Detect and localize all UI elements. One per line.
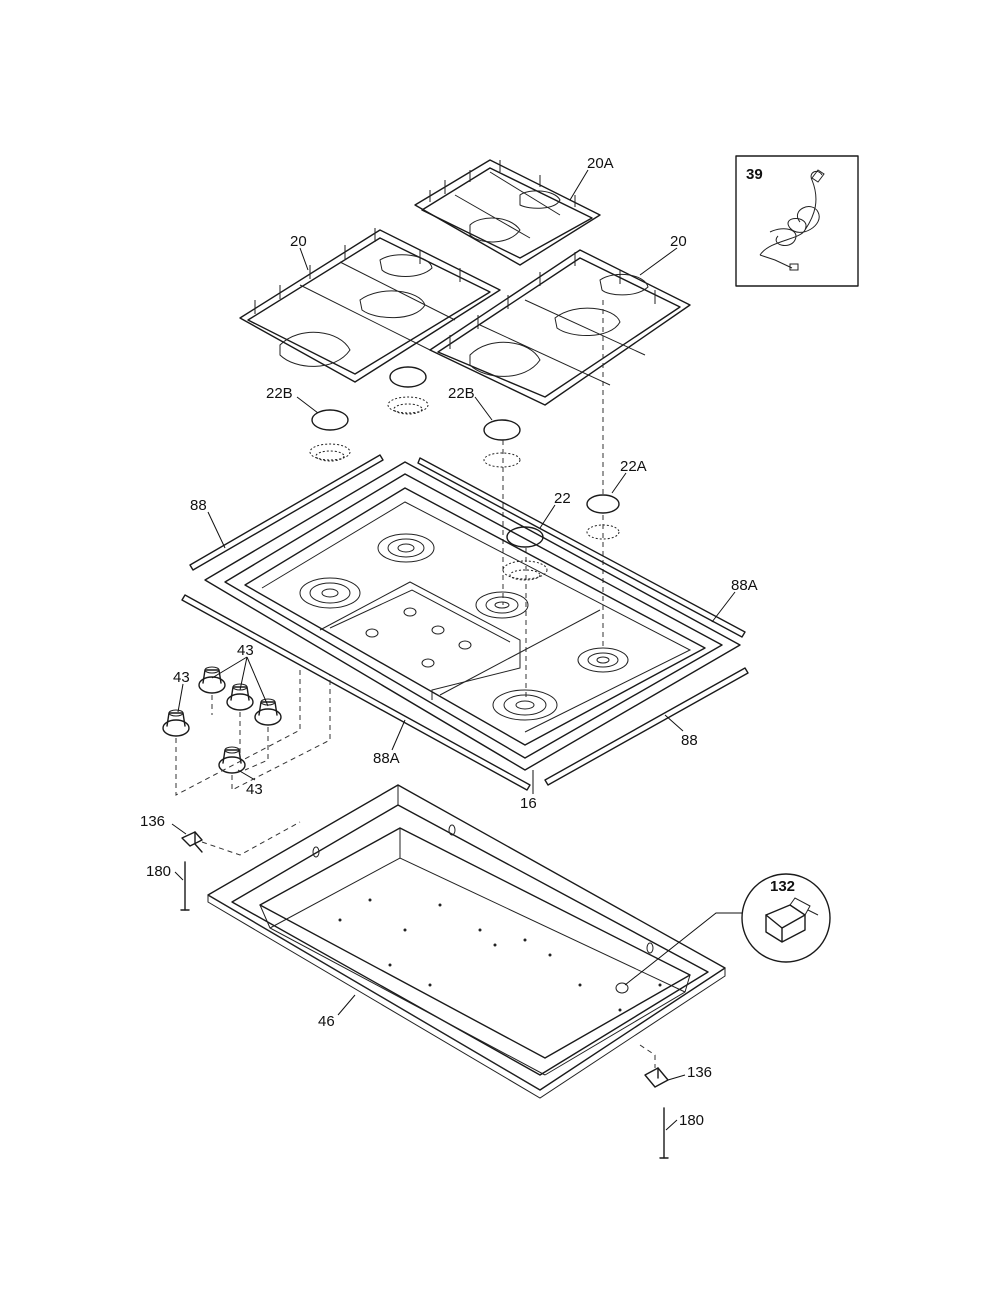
- label-20-right: 20: [670, 233, 687, 250]
- knob-holes: [365, 607, 472, 668]
- label-88-right: 88: [681, 732, 698, 749]
- label-180-right: 180: [679, 1112, 704, 1129]
- knob-3: [254, 698, 282, 726]
- label-43-group: 43: [237, 642, 254, 659]
- label-88a-right: 88A: [731, 577, 758, 594]
- label-136-left: 136: [140, 813, 165, 830]
- knob-2: [226, 683, 254, 711]
- alignment-lines: [502, 300, 604, 700]
- grate-20-right: [429, 249, 691, 406]
- power-cord-inset: [735, 155, 859, 287]
- cap-22b-left: [309, 409, 351, 462]
- cap-22a: [586, 494, 620, 540]
- cap-22b-mid: [387, 366, 429, 415]
- label-39: 39: [746, 166, 763, 183]
- burner-front-left: [299, 577, 361, 609]
- cap-22b-right: [483, 419, 521, 468]
- label-22: 22: [554, 490, 571, 507]
- box-holes: [312, 824, 662, 1012]
- label-16: 16: [520, 795, 537, 812]
- label-43-bottom: 43: [246, 781, 263, 798]
- label-22a: 22A: [620, 458, 647, 475]
- label-180-left: 180: [146, 863, 171, 880]
- grate-20a: [414, 159, 601, 266]
- label-88-left: 88: [190, 497, 207, 514]
- bracket-136-left: [181, 821, 301, 856]
- burner-center: [475, 591, 529, 619]
- leader-lines: [171, 169, 736, 1131]
- knob-4: [162, 709, 190, 737]
- label-20a: 20A: [587, 155, 614, 172]
- knob-5: [218, 746, 246, 774]
- label-46: 46: [318, 1013, 335, 1030]
- screw-180-left: [180, 861, 190, 911]
- trim-strips: [181, 454, 749, 791]
- label-132: 132: [770, 878, 795, 895]
- connector-132: [624, 873, 831, 986]
- label-20-left: 20: [290, 233, 307, 250]
- knob-1: [198, 666, 226, 694]
- burner-box-46: [207, 784, 726, 1099]
- label-88a-front: 88A: [373, 750, 400, 767]
- label-22b-left: 22B: [266, 385, 293, 402]
- bracket-136-right: [639, 1044, 669, 1088]
- burner-front-right: [492, 689, 558, 721]
- burner-right: [577, 647, 629, 673]
- label-22b-mid: 22B: [448, 385, 475, 402]
- label-136-right: 136: [687, 1064, 712, 1081]
- grate-20-left: [239, 228, 501, 383]
- cooktop-16: [204, 461, 741, 771]
- control-knobs: [162, 666, 331, 796]
- burner-back-left: [377, 533, 435, 563]
- label-43-left: 43: [173, 669, 190, 686]
- screw-180-right: [659, 1107, 669, 1159]
